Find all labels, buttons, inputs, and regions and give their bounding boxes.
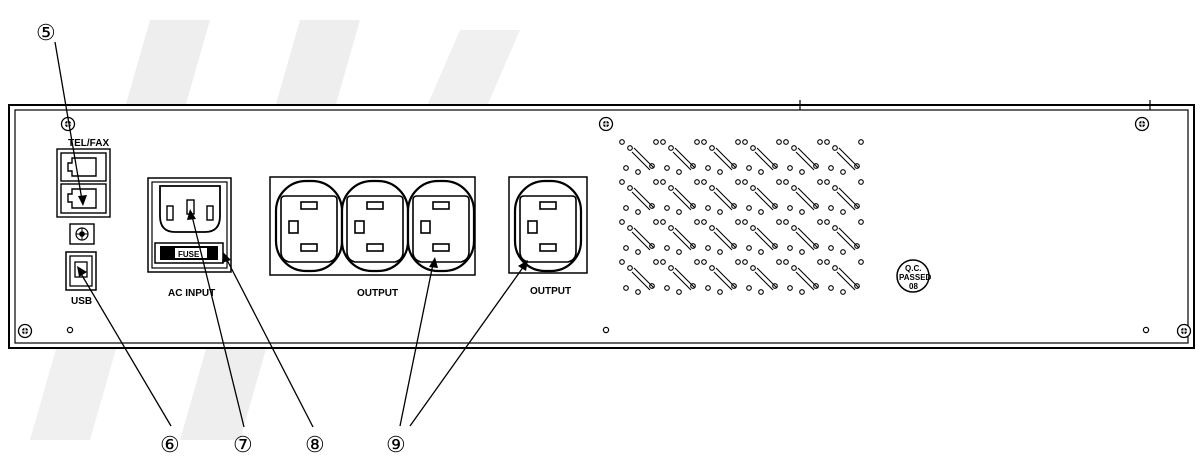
callout-8: ⑧: [305, 433, 325, 457]
usb-port-icon[interactable]: USB: [65, 251, 97, 307]
vent-slot: [824, 139, 864, 175]
vent-slot: [742, 139, 782, 175]
vent-slot: [701, 219, 741, 255]
vent-slot: [619, 219, 659, 255]
vent-grille: [619, 139, 864, 295]
fuse-holder-icon[interactable]: FUSE: [154, 242, 224, 264]
iec-outlet-icon[interactable]: [513, 179, 583, 273]
vent-slot: [783, 259, 823, 295]
qc-passed-stamp: Q.C. PASSED 08: [896, 259, 932, 293]
rj11-port-icon[interactable]: [60, 183, 107, 214]
vent-slot: [783, 219, 823, 255]
vent-slot: [824, 179, 864, 215]
ground-icon: [69, 223, 95, 245]
hole-icon: [66, 326, 74, 334]
ac-input-module[interactable]: FUSE AC INPUT: [147, 177, 232, 299]
screw-icon: [598, 116, 614, 132]
vent-slot: [660, 179, 700, 215]
ac-input-label: AC INPUT: [168, 288, 215, 299]
vent-slot: [619, 259, 659, 295]
vent-slot: [824, 259, 864, 295]
vent-slot: [824, 219, 864, 255]
vent-slot: [742, 179, 782, 215]
vent-slot: [619, 179, 659, 215]
tel-fax-module[interactable]: TEL/FAX: [56, 138, 111, 218]
callout-5: ⑤: [36, 21, 56, 46]
output-group: OUTPUT: [269, 176, 476, 299]
screw-icon: [1134, 116, 1150, 132]
qc-line2: PASSED: [899, 273, 932, 282]
rj11-port-icon[interactable]: [60, 152, 107, 182]
vent-slot: [660, 219, 700, 255]
callout-7: ⑦: [233, 433, 253, 457]
vent-slot: [660, 139, 700, 175]
output-single: OUTPUT: [508, 176, 588, 297]
vent-slot: [701, 179, 741, 215]
output-single-label: OUTPUT: [530, 286, 571, 297]
screw-icon: [1176, 323, 1192, 339]
vent-slot: [742, 259, 782, 295]
screw-icon: [17, 323, 33, 339]
tel-fax-label: TEL/FAX: [68, 138, 109, 149]
qc-line3: 08: [909, 282, 918, 291]
fuse-label: FUSE: [178, 250, 200, 259]
hole-icon: [1142, 326, 1150, 334]
hole-icon: [602, 326, 610, 334]
vent-slot: [701, 139, 741, 175]
vent-slot: [742, 219, 782, 255]
vent-slot: [660, 259, 700, 295]
iec-outlet-icon[interactable]: [274, 179, 344, 273]
iec-outlet-icon[interactable]: [406, 179, 476, 273]
iec-outlet-icon[interactable]: [340, 179, 410, 273]
callout-9: ⑨: [386, 433, 406, 457]
vent-slot: [783, 179, 823, 215]
callout-6: ⑥: [160, 433, 180, 457]
leader-lines: [54, 41, 528, 428]
vent-slot: [619, 139, 659, 175]
output-group-label: OUTPUT: [357, 288, 398, 299]
usb-label: USB: [71, 296, 92, 307]
vent-slot: [701, 259, 741, 295]
iec-inlet-icon[interactable]: [159, 185, 221, 233]
qc-line1: Q.C.: [905, 264, 921, 273]
vent-slot: [783, 139, 823, 175]
